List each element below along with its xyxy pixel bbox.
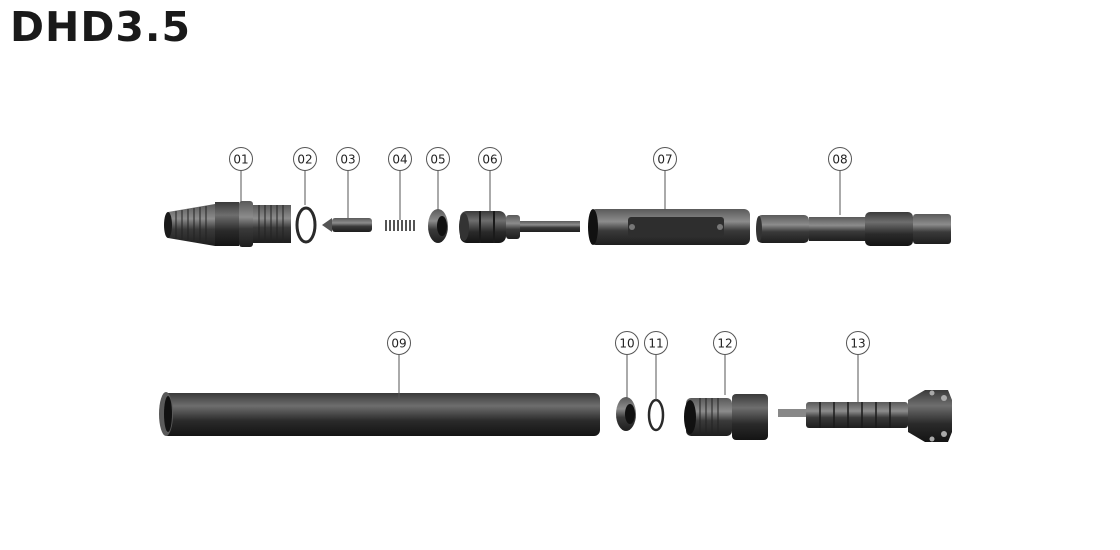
part-10-guide-ring (616, 397, 636, 431)
part-03-check-valve (322, 218, 372, 232)
part-06-air-distributor (459, 211, 580, 243)
part-01-top-sub (164, 201, 291, 247)
callout-01: 01 (229, 147, 253, 171)
svg-text:11: 11 (648, 337, 663, 351)
callout-05: 05 (426, 147, 450, 171)
callout-02: 02 (293, 147, 317, 171)
svg-text:03: 03 (340, 153, 355, 167)
svg-text:01: 01 (233, 153, 248, 167)
part-02-o-ring (295, 206, 317, 244)
svg-text:04: 04 (392, 153, 407, 167)
callout-12: 12 (713, 331, 737, 355)
part-13-drill-bit (778, 390, 952, 442)
callout-03: 03 (336, 147, 360, 171)
callouts (240, 171, 859, 402)
part-07-cylinder (588, 209, 750, 245)
part-12-drive-chuck (684, 394, 768, 440)
part-04-spring (385, 220, 415, 231)
part-11-o-ring (647, 398, 665, 432)
svg-text:05: 05 (430, 153, 445, 167)
callout-08: 08 (828, 147, 852, 171)
svg-text:08: 08 (832, 153, 847, 167)
callout-09: 09 (387, 331, 411, 355)
callout-13: 13 (846, 331, 870, 355)
svg-text:02: 02 (297, 153, 312, 167)
svg-text:13: 13 (850, 337, 865, 351)
callout-11: 11 (644, 331, 668, 355)
callout-04: 04 (388, 147, 412, 171)
svg-text:07: 07 (657, 153, 672, 167)
part-05-ring (428, 209, 448, 243)
diagram-title: DHD3.5 (10, 3, 192, 51)
svg-text:12: 12 (717, 337, 732, 351)
callout-07: 07 (653, 147, 677, 171)
svg-text:10: 10 (619, 337, 634, 351)
callout-06: 06 (478, 147, 502, 171)
callout-10: 10 (615, 331, 639, 355)
part-08-piston (756, 212, 951, 246)
svg-text:09: 09 (391, 337, 406, 351)
part-09-outer-tube (159, 392, 600, 436)
svg-text:06: 06 (482, 153, 497, 167)
